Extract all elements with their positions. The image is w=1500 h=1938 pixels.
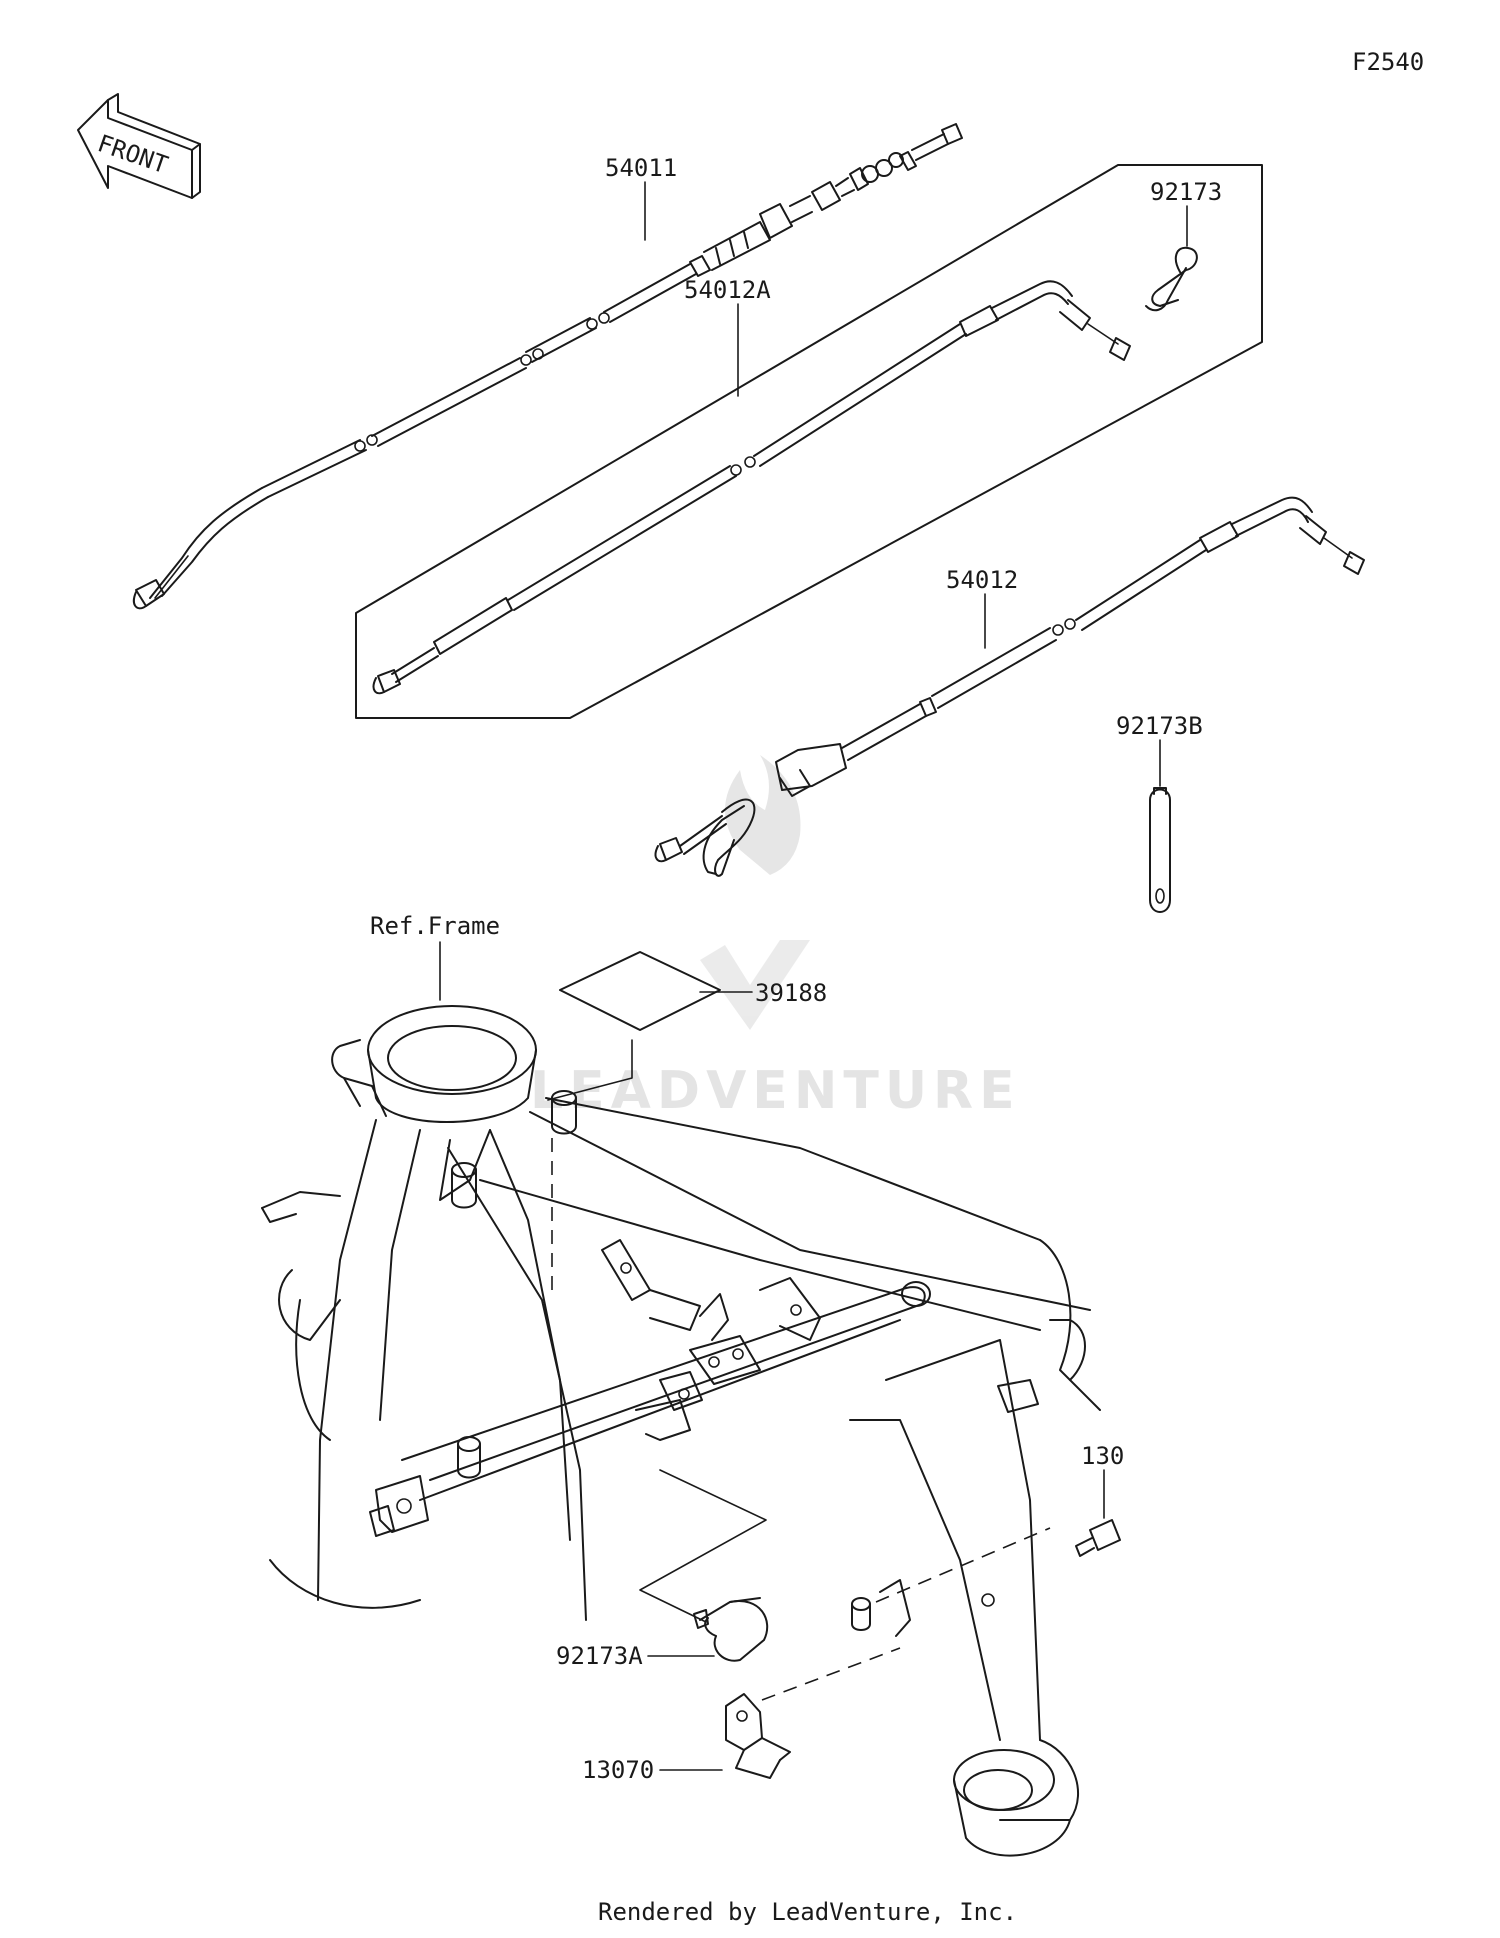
watermark: LEADVENTURE [530, 755, 1021, 1121]
front-arrow-icon: FRONT [77, 93, 201, 199]
watermark-text: LEADVENTURE [530, 1061, 1021, 1121]
diagram-code: F2540 [1352, 48, 1424, 76]
part-54012-cable: 54012 [654, 496, 1365, 877]
part-39188-label-sheet: 39188 [547, 951, 827, 1101]
label-39188: 39188 [755, 979, 827, 1007]
part-54012A-box [355, 164, 1263, 719]
label-54011: 54011 [605, 154, 677, 182]
part-92173B-strap: 92173B [1116, 712, 1203, 913]
part-130-bolt: 130 [1075, 1442, 1124, 1557]
frame-assembly [261, 1005, 1101, 1857]
label-92173B: 92173B [1116, 712, 1203, 740]
label-130: 130 [1081, 1442, 1124, 1470]
label-54012A: 54012A [684, 276, 771, 304]
part-92173A-clamp: 92173A [556, 1597, 769, 1670]
label-54012: 54012 [946, 566, 1018, 594]
label-92173: 92173 [1150, 178, 1222, 206]
part-92173-clip: 92173 [1145, 178, 1222, 312]
part-13070-bracket: 13070 [582, 1693, 791, 1784]
label-92173A: 92173A [556, 1642, 643, 1670]
footer-credit: Rendered by LeadVenture, Inc. [598, 1898, 1017, 1926]
label-13070: 13070 [582, 1756, 654, 1784]
part-54012A-cable: 54012A [372, 276, 1131, 695]
part-54011-cable: 54011 [132, 123, 963, 610]
label-ref-frame: Ref.Frame [370, 912, 500, 940]
